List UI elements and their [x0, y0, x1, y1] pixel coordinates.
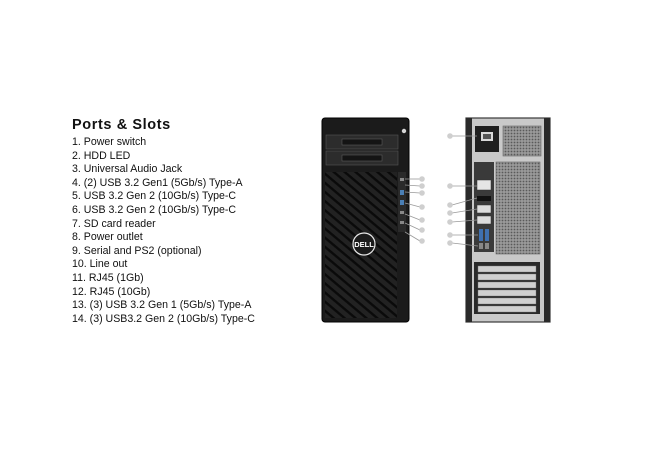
port-item: 13. (3) USB 3.2 Gen 1 (5Gb/s) Type-A: [72, 299, 252, 312]
port-item: 14. (3) USB3.2 Gen 2 (10Gb/s) Type-C: [72, 312, 255, 325]
port-item: 1. Power switch: [72, 136, 147, 148]
port-item: 9. Serial and PS2 (optional): [72, 244, 202, 257]
tower-front-view: DELL: [321, 117, 425, 323]
power-button-icon: [401, 128, 407, 134]
drive-bays: [325, 134, 399, 166]
port-item: 6. USB 3.2 Gen 2 (10Gb/s) Type-C: [72, 203, 237, 216]
front-callouts: [404, 176, 425, 244]
port-item: 2. HDD LED: [72, 149, 131, 162]
ports-items: 1. Power switch 2. HDD LED 3. Universal …: [72, 136, 312, 326]
port-item: 4. (2) USB 3.2 Gen1 (5Gb/s) Type-A: [72, 176, 243, 189]
port-item: 5. USB 3.2 Gen 2 (10Gb/s) Type-C: [72, 190, 237, 203]
ports-and-slots-list: Ports & Slots 1. Power switch 2. HDD LED…: [72, 117, 312, 326]
port-item: 8. Power outlet: [72, 231, 143, 244]
tower-rear-view: [447, 117, 551, 323]
port-item: 7. SD card reader: [72, 217, 156, 230]
ports-title: Ports & Slots: [72, 117, 171, 133]
port-item: 12. RJ45 (10Gb): [72, 285, 151, 298]
port-item: 3. Universal Audio Jack: [72, 163, 183, 176]
port-item: 11. RJ45 (1Gb): [72, 271, 144, 284]
rear-callouts: [447, 133, 479, 247]
dell-logo: DELL: [354, 240, 374, 249]
expansion-slots: [477, 265, 537, 313]
port-item: 10. Line out: [72, 258, 128, 271]
